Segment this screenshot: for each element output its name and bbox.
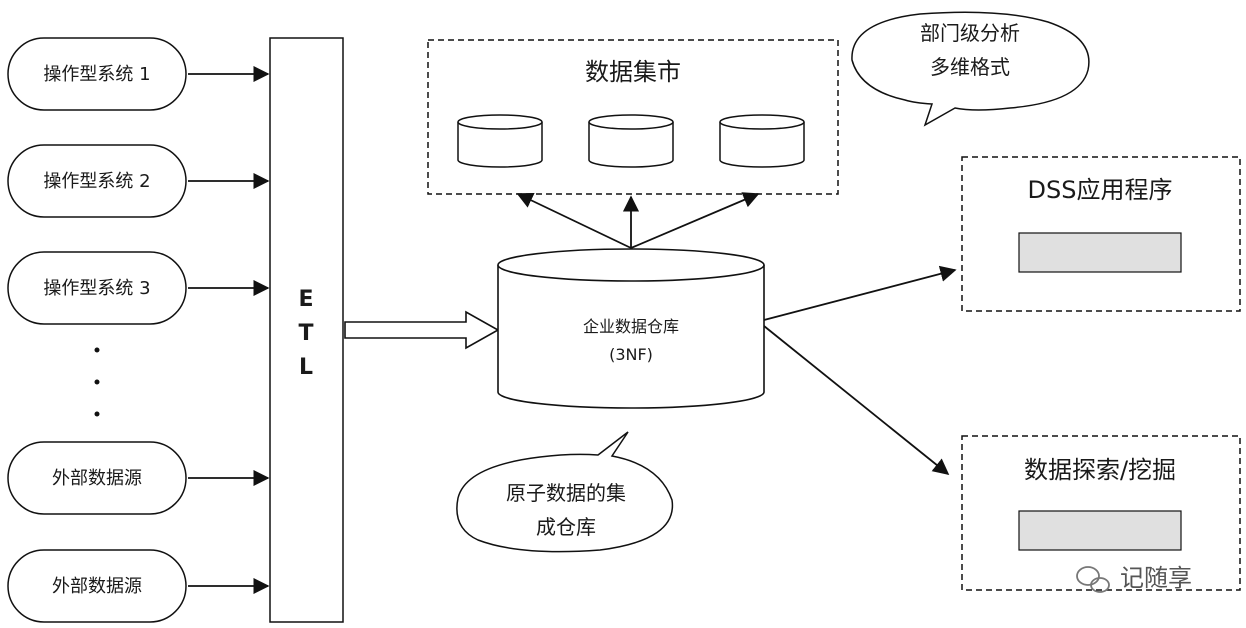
mining-placeholder-bar xyxy=(1018,510,1182,551)
datamart-cylinder-2 xyxy=(588,114,674,168)
datamart-cylinder-3 xyxy=(719,114,805,168)
bubble-atomic-data: 原子数据的集 成仓库 xyxy=(456,431,674,553)
source-operational-2: 操作型系统 2 xyxy=(7,144,187,218)
datamart-cylinder-1 xyxy=(457,114,543,168)
etl-to-warehouse-arrow xyxy=(344,310,500,350)
wechat-icon xyxy=(1076,566,1110,593)
warehouse-to-apps-arrows xyxy=(763,265,957,476)
bubble-atomic-line2: 成仓库 xyxy=(536,515,596,539)
data-mining-box: 数据探索/挖掘 xyxy=(961,435,1241,591)
dss-placeholder-bar xyxy=(1018,232,1182,273)
mining-title: 数据探索/挖掘 xyxy=(1024,456,1176,484)
bubble-department-analysis: 部门级分析 多维格式 xyxy=(851,11,1090,127)
bubble-dept-line2: 多维格式 xyxy=(930,55,1010,79)
source-label: 操作型系统 2 xyxy=(43,171,150,192)
watermark: 记随享 xyxy=(1076,564,1192,593)
source-operational-3: 操作型系统 3 xyxy=(7,251,187,325)
dss-application-box: DSS应用程序 xyxy=(961,156,1241,312)
etl-letter-l: L xyxy=(299,355,313,380)
bubble-dept-line1: 部门级分析 xyxy=(920,21,1020,45)
source-label: 外部数据源 xyxy=(52,468,142,489)
enterprise-warehouse-cylinder xyxy=(497,248,765,409)
dss-title: DSS应用程序 xyxy=(1028,176,1173,204)
ellipsis-dots xyxy=(94,347,100,417)
etl-letter-t: T xyxy=(298,321,313,346)
warehouse-to-datamart-arrows xyxy=(516,192,760,249)
source-external-2: 外部数据源 xyxy=(7,549,187,623)
bubble-atomic-line1: 原子数据的集 xyxy=(506,481,626,505)
etl-letter-e: E xyxy=(298,287,313,312)
watermark-text: 记随享 xyxy=(1120,564,1192,592)
warehouse-line1: 企业数据仓库 xyxy=(583,317,679,336)
source-label: 操作型系统 3 xyxy=(43,278,150,299)
source-label: 外部数据源 xyxy=(52,576,142,597)
source-label: 操作型系统 1 xyxy=(43,64,150,85)
datamart-title: 数据集市 xyxy=(585,58,681,86)
warehouse-line2: (3NF) xyxy=(609,345,653,364)
source-operational-1: 操作型系统 1 xyxy=(7,37,187,111)
etl-box: E T L xyxy=(269,37,344,623)
datamart-box: 数据集市 xyxy=(427,39,839,195)
source-external-1: 外部数据源 xyxy=(7,441,187,515)
source-to-etl-arrows xyxy=(188,65,270,595)
